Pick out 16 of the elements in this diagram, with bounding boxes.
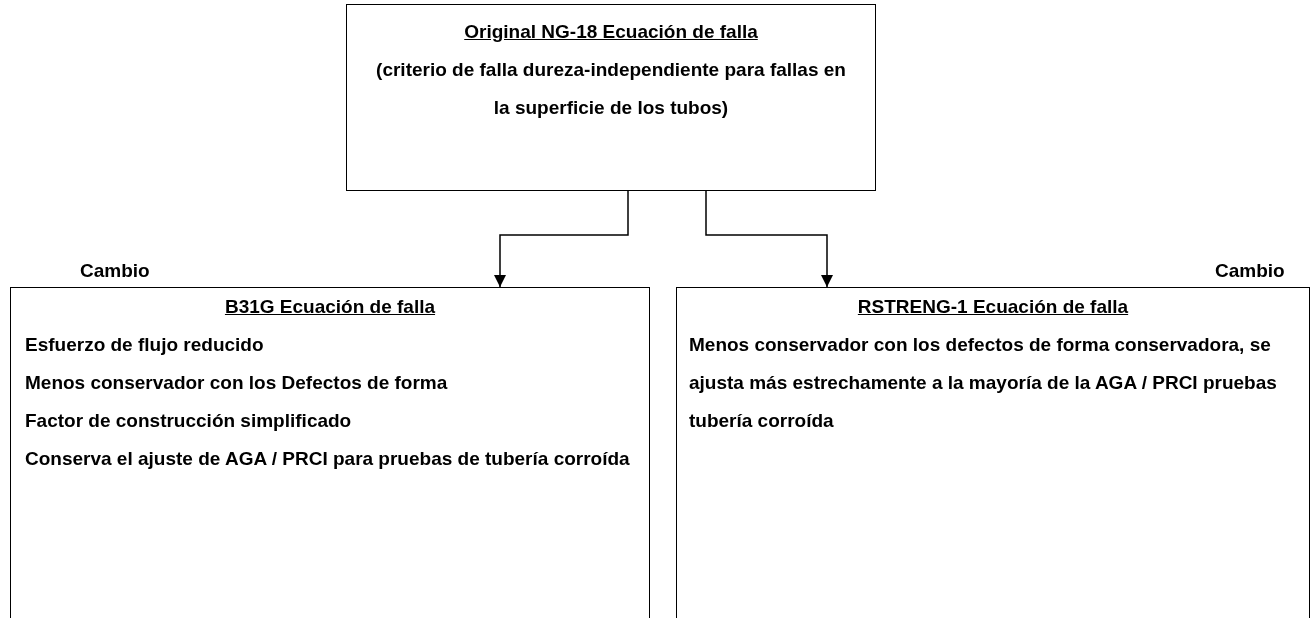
change-label: Cambio (1215, 260, 1285, 282)
arrow (705, 190, 833, 288)
heading: RSTRENG-1 Ecuación de falla (856, 295, 1130, 319)
description-text: Esfuerzo de flujo reducido (25, 333, 265, 357)
heading: B31G Ecuación de falla (223, 295, 437, 319)
description-text: Menos conservador con los Defectos de forma (25, 371, 449, 395)
description-text: Factor de construcción simplificado (25, 409, 353, 433)
heading: Original NG-18 Ecuación de falla (463, 20, 759, 44)
text-box (10, 287, 650, 618)
change-label: Cambio (80, 260, 150, 282)
description-text: (criterio de falla dureza-independiente para fallas en la superficie de los tubos) (375, 58, 847, 120)
description-text: Menos conservador con los defectos de forma conservadora, se ajusta más estrechamente a la mayoría de la AGA / PRCI pruebas tubería corroída (689, 333, 1278, 433)
description-text: Conserva el ajuste de AGA / PRCI para pruebas de tubería corroída (25, 447, 631, 471)
text-box (676, 287, 1310, 618)
text-box (346, 4, 876, 191)
arrow (494, 190, 629, 288)
